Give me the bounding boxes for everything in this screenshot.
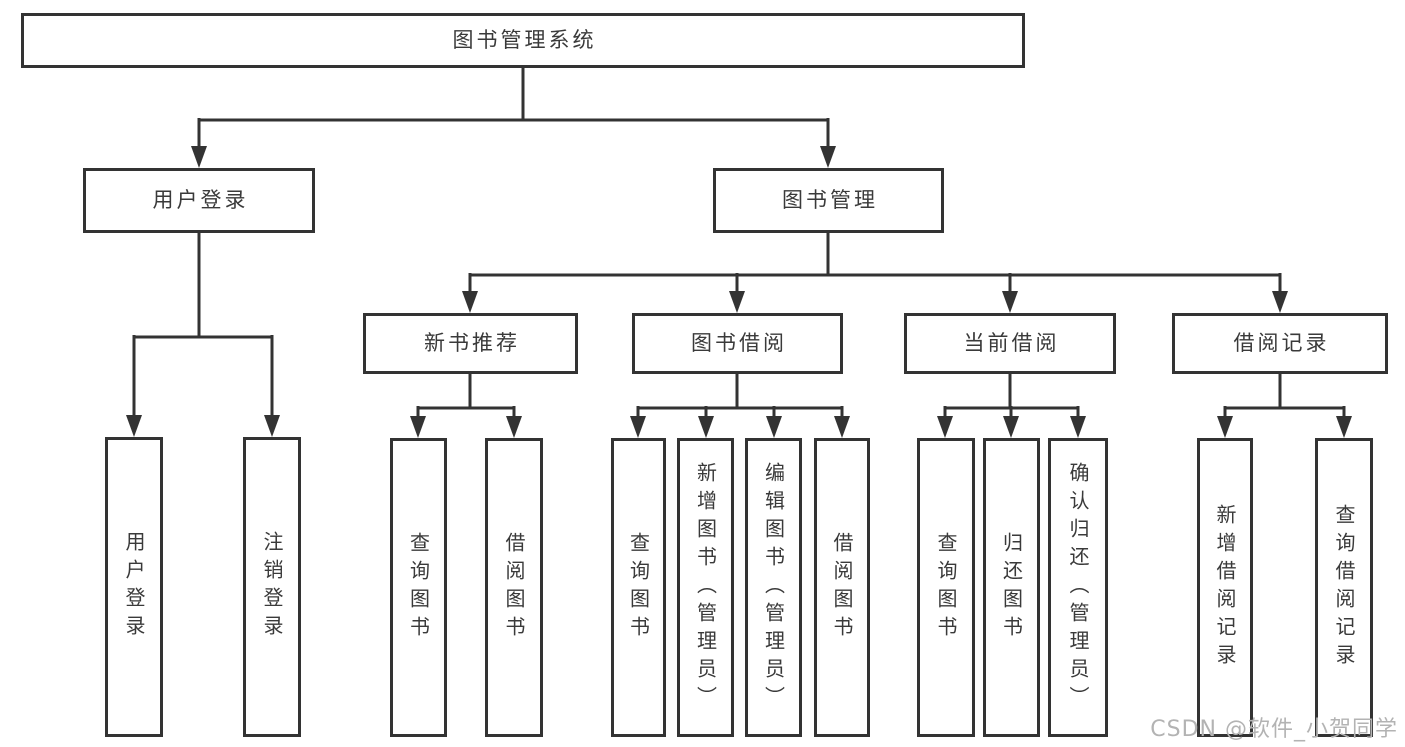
leaf-cb-return-books: 归还图书 bbox=[983, 438, 1040, 737]
leaf-br-query-record-label: 查询借阅记录 bbox=[1332, 503, 1356, 672]
watermark: CSDN @软件_小贺同学 bbox=[1150, 717, 1398, 742]
node-new-book-recommend-label: 新书推荐 bbox=[424, 331, 520, 355]
node-user-login-label: 用户登录 bbox=[152, 188, 249, 212]
node-root-label: 图书管理系统 bbox=[452, 28, 597, 52]
leaf-br-add-record-label: 新增借阅记录 bbox=[1213, 503, 1237, 672]
leaf-cb-confirm-return-admin: 确认归还（管理员） bbox=[1048, 438, 1108, 737]
leaf-bb-query-books: 查询图书 bbox=[611, 438, 666, 737]
leaf-nb-borrow-books-label: 借阅图书 bbox=[502, 531, 526, 644]
node-book-borrow: 图书借阅 bbox=[632, 313, 843, 374]
leaf-cb-query-books: 查询图书 bbox=[917, 438, 975, 737]
node-book-management: 图书管理 bbox=[713, 168, 944, 233]
node-current-borrow: 当前借阅 bbox=[904, 313, 1116, 374]
leaf-nb-query-books-label: 查询图书 bbox=[406, 531, 431, 644]
leaf-user-login-label: 用户登录 bbox=[122, 531, 146, 643]
node-book-borrow-label: 图书借阅 bbox=[691, 331, 787, 355]
leaf-bb-borrow-books: 借阅图书 bbox=[814, 438, 870, 737]
leaf-bb-edit-books-admin: 编辑图书（管理员） bbox=[745, 438, 802, 737]
leaf-user-login: 用户登录 bbox=[105, 437, 163, 737]
leaf-br-query-record: 查询借阅记录 bbox=[1315, 438, 1373, 737]
leaf-bb-add-books-admin: 新增图书（管理员） bbox=[677, 438, 734, 737]
leaf-br-add-record: 新增借阅记录 bbox=[1197, 438, 1253, 737]
leaf-logout-login: 注销登录 bbox=[243, 437, 301, 737]
leaf-cb-confirm-return-admin-label: 确认归还（管理员） bbox=[1066, 461, 1090, 714]
leaf-bb-query-books-label: 查询图书 bbox=[626, 531, 651, 644]
leaf-cb-return-books-label: 归还图书 bbox=[999, 531, 1024, 644]
leaf-cb-query-books-label: 查询图书 bbox=[934, 531, 958, 644]
leaf-bb-edit-books-admin-label: 编辑图书（管理员） bbox=[761, 461, 786, 714]
node-new-book-recommend: 新书推荐 bbox=[363, 313, 578, 374]
leaf-bb-add-books-admin-label: 新增图书（管理员） bbox=[693, 461, 718, 714]
leaf-bb-borrow-books-label: 借阅图书 bbox=[830, 531, 854, 644]
node-root: 图书管理系统 bbox=[21, 13, 1025, 68]
leaf-nb-borrow-books: 借阅图书 bbox=[485, 438, 543, 737]
node-borrow-records: 借阅记录 bbox=[1172, 313, 1388, 374]
node-user-login: 用户登录 bbox=[83, 168, 315, 233]
leaf-logout-login-label: 注销登录 bbox=[260, 531, 284, 643]
node-book-management-label: 图书管理 bbox=[782, 188, 878, 212]
node-borrow-records-label: 借阅记录 bbox=[1233, 331, 1330, 355]
node-current-borrow-label: 当前借阅 bbox=[963, 331, 1060, 355]
leaf-nb-query-books: 查询图书 bbox=[390, 438, 447, 737]
